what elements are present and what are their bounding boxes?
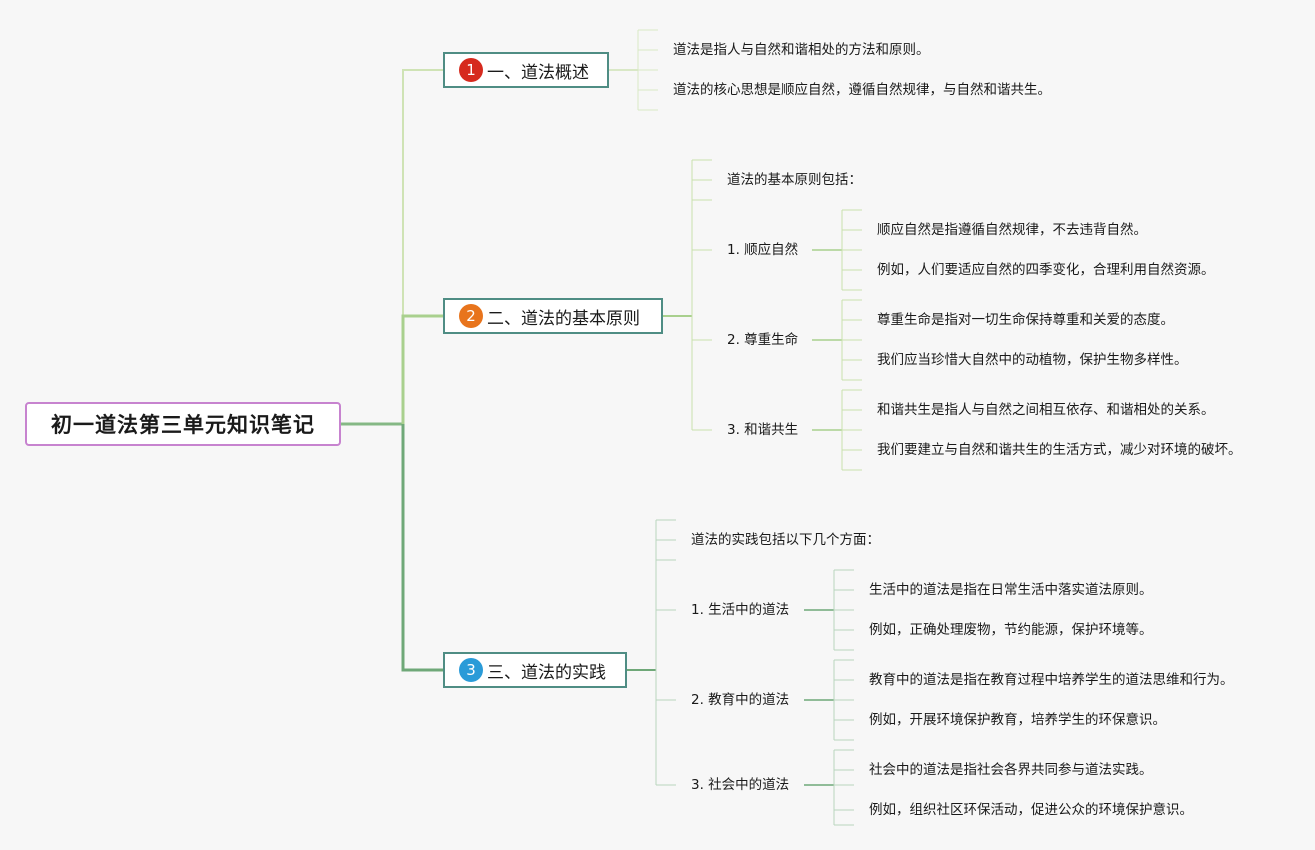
number-1-icon: 1 — [459, 58, 483, 82]
note-text: 道法是指人与自然和谐相处的方法和原则。 — [673, 42, 930, 58]
branch-topic-practice[interactable]: 3 三、道法的实践 — [443, 652, 627, 688]
note-text: 例如，开展环境保护教育，培养学生的环保意识。 — [869, 712, 1166, 728]
subtopic-label[interactable]: 1. 生活中的道法 — [691, 602, 790, 618]
branch-title: 二、道法的基本原则 — [487, 308, 640, 329]
subtopic-intro: 道法的实践包括以下几个方面： — [691, 532, 880, 548]
branch-topic-overview[interactable]: 1 一、道法概述 — [443, 52, 609, 88]
branch-topic-principles[interactable]: 2 二、道法的基本原则 — [443, 298, 663, 334]
subtopic-intro: 道法的基本原则包括： — [727, 172, 862, 188]
note-text: 例如，组织社区环保活动，促进公众的环境保护意识。 — [869, 802, 1193, 818]
subtopic-label[interactable]: 2. 尊重生命 — [727, 332, 799, 348]
note-text: 社会中的道法是指社会各界共同参与道法实践。 — [869, 762, 1153, 778]
note-text: 我们要建立与自然和谐共生的生活方式，减少对环境的破坏。 — [877, 442, 1242, 458]
subtopic-label[interactable]: 3. 社会中的道法 — [691, 777, 790, 793]
branch-title: 三、道法的实践 — [487, 662, 606, 683]
number-2-icon: 2 — [459, 304, 483, 328]
note-text: 道法的核心思想是顺应自然，遵循自然规律，与自然和谐共生。 — [673, 82, 1051, 98]
branch-title: 一、道法概述 — [487, 62, 589, 83]
subtopic-label[interactable]: 2. 教育中的道法 — [691, 692, 790, 708]
note-text: 我们应当珍惜大自然中的动植物，保护生物多样性。 — [877, 352, 1188, 368]
note-text: 教育中的道法是指在教育过程中培养学生的道法思维和行为。 — [869, 672, 1234, 688]
note-text: 生活中的道法是指在日常生活中落实道法原则。 — [869, 582, 1153, 598]
note-text: 顺应自然是指遵循自然规律，不去违背自然。 — [877, 222, 1147, 238]
note-text: 尊重生命是指对一切生命保持尊重和关爱的态度。 — [877, 312, 1174, 328]
root-topic[interactable]: 初一道法第三单元知识笔记 — [25, 402, 341, 446]
subtopic-label[interactable]: 3. 和谐共生 — [727, 422, 799, 438]
note-text: 和谐共生是指人与自然之间相互依存、和谐相处的关系。 — [877, 402, 1215, 418]
note-text: 例如，正确处理废物，节约能源，保护环境等。 — [869, 622, 1153, 638]
subtopic-label[interactable]: 1. 顺应自然 — [727, 242, 799, 258]
number-3-icon: 3 — [459, 658, 483, 682]
note-text: 例如，人们要适应自然的四季变化，合理利用自然资源。 — [877, 262, 1215, 278]
